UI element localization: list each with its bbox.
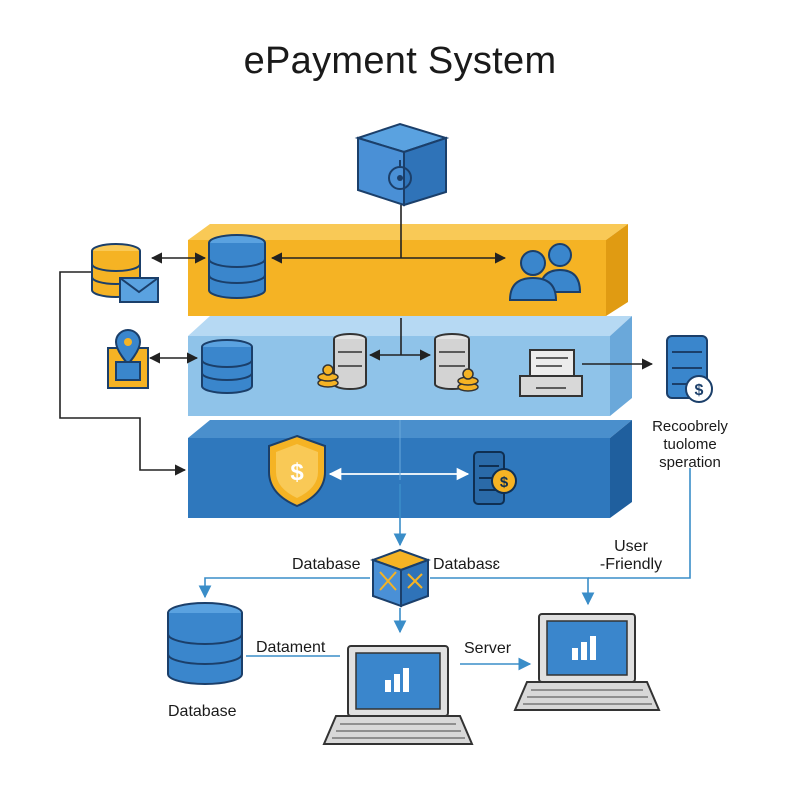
side-note-line-1: Recoobrely: [652, 418, 728, 435]
cube-icon: [354, 122, 450, 207]
database-icon-middle: [201, 339, 253, 394]
server-coins-icon-left: [317, 333, 367, 390]
database-icon-top: [208, 234, 266, 299]
blue-connectors: [198, 468, 691, 671]
side-note-line-2: tuolome: [663, 436, 717, 453]
users-icon: [508, 243, 582, 301]
database-bottom-label: Database: [168, 703, 237, 720]
side-note-line-3: speration: [659, 454, 721, 471]
svg-text:$: $: [695, 382, 704, 399]
laptop-center-icon: [322, 645, 474, 745]
hub-cube-icon: [370, 548, 431, 608]
database-icon-bottom: [167, 602, 243, 685]
side-note-label: Recoobrely tuolome speration: [640, 418, 740, 472]
svg-text:$: $: [500, 474, 509, 491]
database-right-label: Databasɛ: [433, 556, 500, 573]
security-pin-icon: [107, 328, 149, 389]
mobile-payment-icon: $: [473, 451, 517, 505]
user-friendly-line-1: User: [614, 538, 648, 555]
payment-server-icon: $: [666, 335, 713, 403]
server-label: Server: [464, 640, 512, 657]
layer-bottom: [188, 420, 632, 518]
user-friendly-line-2: -Friendly: [599, 556, 663, 573]
server-coins-icon-right: [434, 333, 479, 392]
datament-label: Datament: [256, 639, 326, 656]
page-title: ePayment System: [243, 40, 557, 82]
terminal-icon: [519, 349, 583, 397]
connectors: [59, 205, 654, 476]
svg-text:$: $: [290, 459, 304, 486]
shield-dollar-icon: $: [268, 434, 326, 508]
user-friendly-label: User -Friendly: [586, 538, 676, 574]
database-mail-icon: [91, 243, 159, 303]
laptop-right-icon: [513, 613, 661, 711]
database-left-label: Database: [292, 556, 361, 573]
